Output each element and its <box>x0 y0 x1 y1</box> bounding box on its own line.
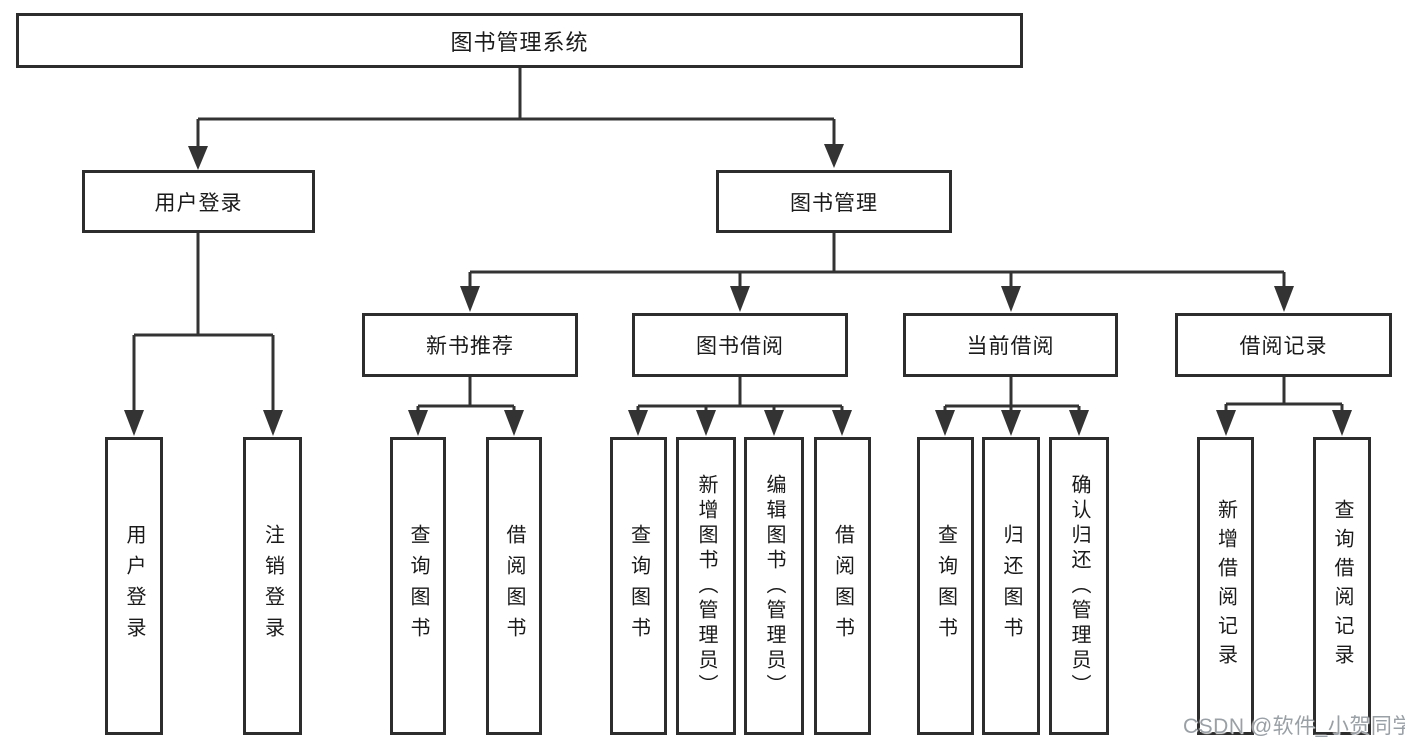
node-label: 借阅记录 <box>1239 335 1328 358</box>
node-leaf-edit-books-admin: 编辑图书（管理员） <box>744 437 804 735</box>
watermark-csdn: CSDN @软件_小贺同学 <box>1183 715 1405 738</box>
node-leaf-user-login: 用户登录 <box>105 437 163 735</box>
node-book-management: 图书管理 <box>716 170 952 233</box>
node-leaf-query-books-bb: 查询图书 <box>610 437 667 735</box>
node-new-book-recommendation: 新书推荐 <box>362 313 578 377</box>
connector-current-borrowing <box>935 377 1089 436</box>
node-leaf-logout-login: 注销登录 <box>243 437 302 735</box>
node-borrowing-records: 借阅记录 <box>1175 313 1392 377</box>
connector-new-book-rec <box>408 377 524 436</box>
node-label: 注销登录 <box>261 524 284 648</box>
node-label: 编辑图书（管理员） <box>763 473 785 699</box>
node-label: 当前借阅 <box>966 335 1055 358</box>
node-library-management-system: 图书管理系统 <box>16 13 1023 68</box>
node-leaf-query-borrow-record: 查询借阅记录 <box>1313 437 1371 735</box>
node-leaf-borrow-books-rec: 借阅图书 <box>486 437 542 735</box>
node-leaf-add-books-admin: 新增图书（管理员） <box>676 437 736 735</box>
connector-book-management <box>460 233 1294 312</box>
node-label: 用户登录 <box>154 191 243 215</box>
node-label: 用户登录 <box>123 524 145 648</box>
node-leaf-borrow-books-bb: 借阅图书 <box>814 437 871 735</box>
node-label: 确认归还（管理员） <box>1068 473 1090 699</box>
node-leaf-query-books-rec: 查询图书 <box>390 437 446 735</box>
connector-borrowing-records <box>1216 377 1352 436</box>
node-book-borrowing: 图书借阅 <box>632 313 848 377</box>
node-label: 查询借阅记录 <box>1331 499 1353 673</box>
node-leaf-add-borrow-record: 新增借阅记录 <box>1197 437 1254 735</box>
node-label: 新增图书（管理员） <box>695 473 717 699</box>
connector-book-borrowing <box>628 377 852 436</box>
node-label: 图书管理系统 <box>450 29 589 55</box>
connector-user-login <box>124 233 283 436</box>
node-label: 借阅图书 <box>831 524 854 648</box>
node-label: 借阅图书 <box>503 524 525 648</box>
node-label: 新书推荐 <box>426 335 514 358</box>
node-leaf-return-books: 归还图书 <box>982 437 1040 735</box>
connector-root <box>188 68 844 170</box>
node-label: 图书借阅 <box>696 335 784 358</box>
node-leaf-query-books-cb: 查询图书 <box>917 437 974 735</box>
node-user-login: 用户登录 <box>82 170 315 233</box>
node-current-borrowing: 当前借阅 <box>903 313 1118 377</box>
node-label: 图书管理 <box>790 191 878 215</box>
node-label: 归还图书 <box>1000 524 1022 648</box>
node-label: 查询图书 <box>934 524 957 648</box>
node-label: 查询图书 <box>407 524 429 648</box>
node-leaf-confirm-return-admin: 确认归还（管理员） <box>1049 437 1109 735</box>
node-label: 查询图书 <box>627 524 650 648</box>
node-label: 新增借阅记录 <box>1214 499 1237 673</box>
